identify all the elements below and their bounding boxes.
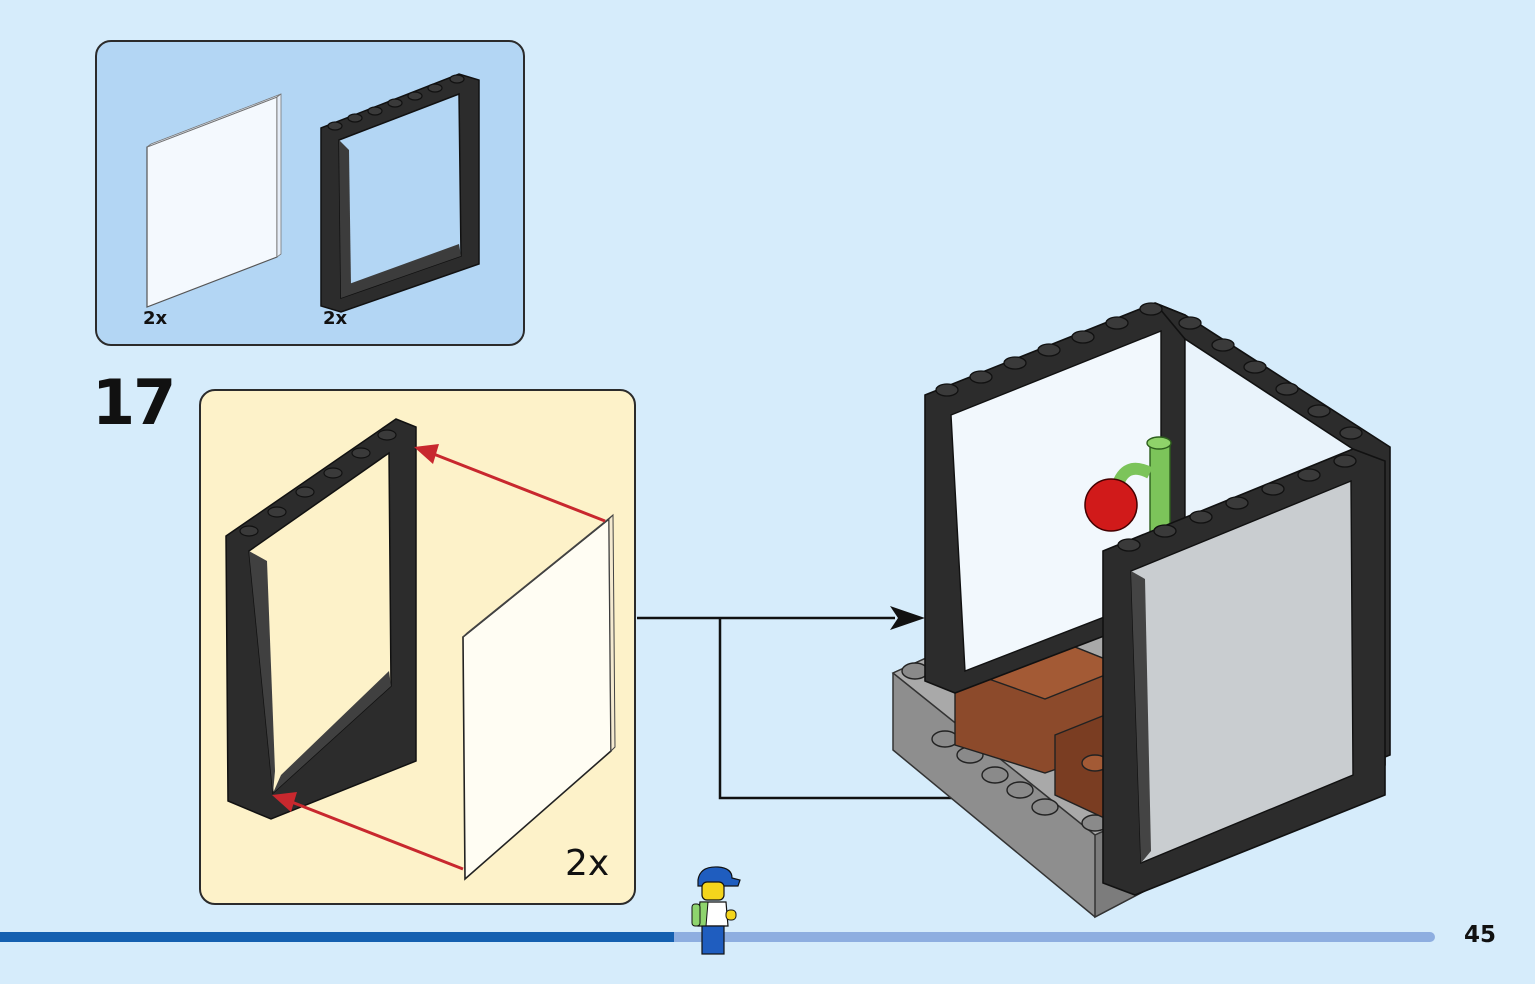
progress-complete bbox=[0, 932, 675, 942]
frame-quantity: 2x bbox=[323, 308, 348, 329]
parts-list-panel: 2x 2x bbox=[95, 40, 525, 346]
glass-panel-quantity: 2x bbox=[143, 308, 168, 329]
transparent-glass-panel-icon bbox=[146, 93, 282, 308]
page-number: 45 bbox=[1464, 922, 1497, 948]
sub-assembly-quantity: 2x bbox=[565, 843, 610, 884]
step-number: 17 bbox=[92, 366, 176, 439]
frame-and-glass-assembly-icon bbox=[225, 418, 616, 881]
sub-assembly-panel: 2x bbox=[199, 389, 636, 905]
minifigure-mascot-icon bbox=[691, 866, 741, 955]
black-window-frame-icon bbox=[320, 73, 480, 313]
greenhouse-model bbox=[891, 302, 1391, 919]
